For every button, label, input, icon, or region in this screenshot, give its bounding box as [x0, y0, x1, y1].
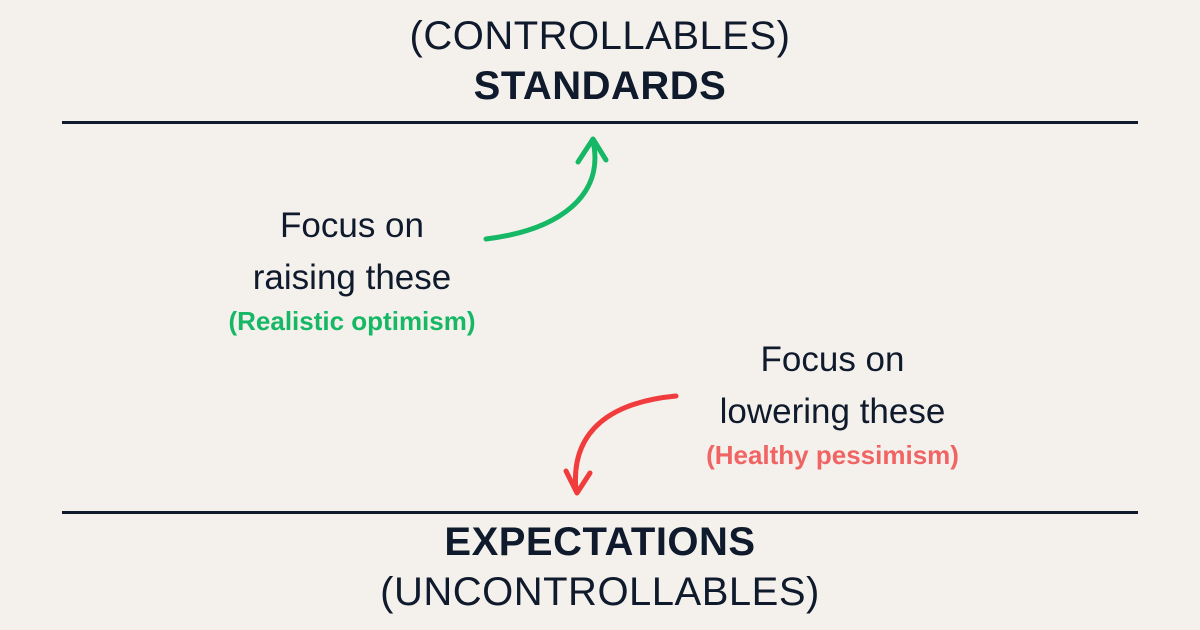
raising-callout: Focus on raising these (Realistic optimi…	[182, 200, 522, 338]
lowering-callout-line-1: Focus on	[760, 340, 905, 379]
standards-divider-line	[62, 121, 1138, 124]
expectations-divider-line	[62, 511, 1138, 514]
uncontrollables-label: (UNCONTROLLABLES)	[380, 570, 820, 614]
raising-callout-line-1: Focus on	[280, 206, 424, 245]
lowering-callout-line-2: lowering these	[719, 392, 946, 431]
expectations-heading: EXPECTATIONS	[444, 520, 756, 564]
standards-heading: STANDARDS	[473, 64, 727, 108]
lowering-callout: Focus on lowering these (Healthy pessimi…	[660, 334, 1005, 472]
raising-callout-line-2: raising these	[252, 258, 452, 297]
realistic-optimism-note: (Realistic optimism)	[228, 306, 476, 336]
healthy-pessimism-note: (Healthy pessimism)	[706, 440, 959, 470]
controllables-label: (CONTROLLABLES)	[409, 14, 791, 58]
